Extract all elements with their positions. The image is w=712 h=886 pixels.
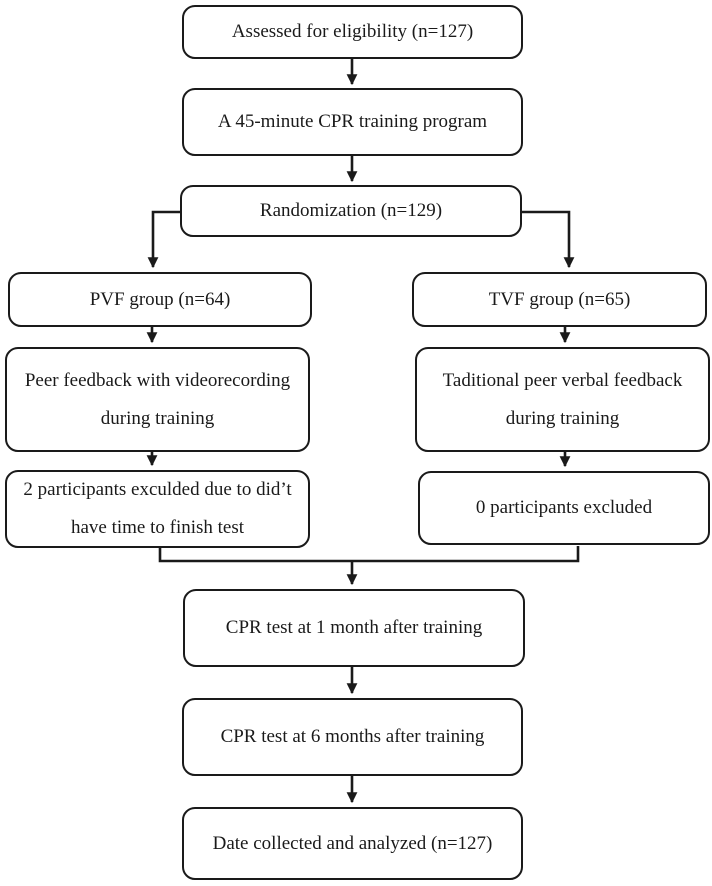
node-label: during training — [505, 407, 620, 429]
flow-node-assessed-eligibility: Assessed for eligibility (n=127) — [182, 5, 523, 59]
node-label: A 45-minute CPR training program — [217, 111, 488, 132]
merge-connector — [158, 546, 580, 563]
flow-node-tvf-group: TVF group (n=65) — [412, 272, 707, 327]
arrow-randomization-to-tvf — [521, 210, 575, 269]
node-label: 0 participants excluded — [475, 497, 653, 518]
flow-node-cpr-test-1-month: CPR test at 1 month after training — [183, 589, 525, 667]
flow-node-tvf-feedback: Taditional peer verbal feedback during t… — [415, 347, 710, 452]
flow-node-pvf-excluded: 2 participants exculded due to did’t hav… — [5, 470, 310, 548]
flow-node-cpr-test-6-months: CPR test at 6 months after training — [182, 698, 523, 776]
node-label: CPR test at 6 months after training — [220, 726, 485, 747]
node-label: PVF group (n=64) — [89, 288, 231, 310]
node-label: Date collected and analyzed (n=127) — [212, 832, 493, 854]
node-label: have time to finish test — [70, 517, 245, 538]
flow-node-randomization: Randomization (n=129) — [180, 185, 522, 237]
node-label: Assessed for eligibility (n=127) — [231, 21, 474, 42]
node-label: Peer feedback with videorecording — [24, 369, 291, 391]
flow-node-pvf-group: PVF group (n=64) — [8, 272, 312, 327]
arrow-randomization-to-pvf — [147, 210, 181, 269]
flow-node-pvf-feedback: Peer feedback with videorecording during… — [5, 347, 310, 452]
node-label: TVF group (n=65) — [488, 288, 631, 310]
node-label: Taditional peer verbal feedback — [442, 369, 683, 391]
flow-node-cpr-training-program: A 45-minute CPR training program — [182, 88, 523, 156]
node-label: 2 participants exculded due to did’t — [23, 479, 292, 500]
node-label: CPR test at 1 month after training — [225, 617, 483, 638]
flow-node-data-collected-analyzed: Date collected and analyzed (n=127) — [182, 807, 523, 880]
flow-node-tvf-excluded: 0 participants excluded — [418, 471, 710, 545]
node-label: during training — [100, 407, 215, 429]
node-label: Randomization (n=129) — [259, 200, 443, 221]
